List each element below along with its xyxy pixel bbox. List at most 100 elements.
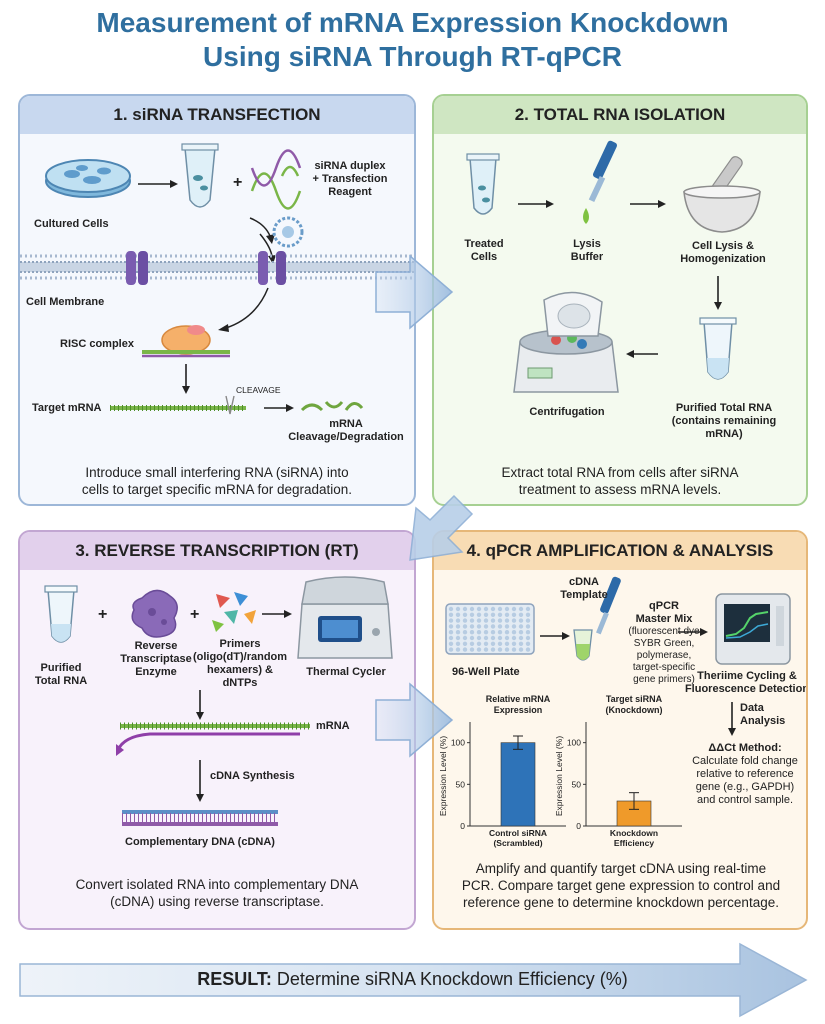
plus-sign: + [233, 174, 243, 191]
y-tick-label: 100 [567, 738, 581, 748]
plate-well [518, 635, 524, 641]
cdna-synthesis-label: cDNA Synthesis [210, 770, 295, 782]
plate-well [476, 624, 482, 629]
reverse-transcriptase-label: Reverse Transcriptase Enzyme [120, 640, 192, 678]
plate-well [525, 612, 531, 617]
plate-well [497, 641, 503, 646]
plate-well [504, 641, 510, 646]
panel-1-illustration [20, 143, 414, 415]
plate-well [455, 641, 461, 646]
risc-complex-icon [142, 325, 230, 358]
degradation-label: mRNA Cleavage/Degradation [288, 418, 404, 443]
plate-well [455, 624, 461, 629]
plate-well [497, 647, 503, 652]
title-line-2: Using siRNA Through RT-qPCR [203, 41, 622, 72]
category-label: (Scrambled) [493, 838, 542, 848]
plus-sign-1: + [98, 606, 108, 623]
plate-well [490, 647, 496, 652]
mrna-cdna-hybrid-icon [116, 722, 310, 756]
complementary-dna-label: Complementary DNA (cDNA) [125, 836, 275, 848]
sirna-duplex-icon [250, 149, 302, 210]
plate-well [448, 641, 454, 646]
result-banner: RESULT: Determine siRNA Knockdown Effici… [0, 968, 825, 990]
plate-well [518, 641, 524, 646]
reverse-transcriptase-icon [131, 589, 178, 638]
plate-well [525, 618, 531, 623]
plate-well [518, 612, 524, 617]
plate-well [455, 647, 461, 652]
plate-well [511, 630, 517, 635]
plate-well [525, 635, 531, 641]
cdna-template-label: cDNA Template [560, 576, 608, 601]
panel-3-header: 3. REVERSE TRANSCRIPTION (RT) [20, 532, 414, 570]
page-title: Measurement of mRNA Expression Knockdown… [0, 6, 825, 74]
y-tick-label: 50 [456, 779, 466, 789]
plate-well [504, 618, 510, 623]
purified-rna-label: Purified Total RNA (contains remaining m… [671, 402, 777, 440]
purified-total-rna-label: Purified Total RNA [34, 662, 88, 687]
plate-well [483, 606, 489, 612]
category-label: Control siRNA [489, 828, 547, 838]
chart-title: Expression [494, 705, 543, 715]
plate-well [504, 606, 510, 612]
plate-well [497, 624, 503, 629]
y-tick-label: 0 [460, 821, 465, 831]
panel-reverse-transcription: 3. REVERSE TRANSCRIPTION (RT) [18, 530, 416, 930]
plate-well [469, 641, 475, 646]
plate-well [476, 635, 482, 641]
plate-well [476, 647, 482, 652]
plate-well [490, 635, 496, 641]
chart-title: (Knockdown) [606, 705, 663, 715]
plate-well [525, 606, 531, 612]
plate-well [469, 606, 475, 612]
plate-well [476, 612, 482, 617]
panel-qpcr-analysis: 4. qPCR AMPLIFICATION & ANALYSIS [432, 530, 808, 930]
centrifugation-label: Centrifugation [529, 406, 605, 418]
y-tick-label: 100 [451, 738, 465, 748]
y-tick-label: 0 [576, 821, 581, 831]
rna-tube-icon [44, 585, 78, 643]
chart-title: Relative mRNA [486, 694, 551, 704]
plate-well [455, 618, 461, 623]
panel-4-description: Amplify and quantify target cDNA using r… [461, 861, 781, 910]
panel-sirna-transfection: 1. siRNA TRANSFECTION [18, 94, 416, 506]
plate-well [490, 618, 496, 623]
plate-well [448, 635, 454, 641]
plate-well [469, 612, 475, 617]
plate-well [518, 606, 524, 612]
plate-well [483, 630, 489, 635]
mrna-fragments-icon [300, 401, 364, 412]
primers-icon [212, 592, 256, 632]
plate-well [483, 635, 489, 641]
bar [500, 742, 536, 827]
plate-well [448, 618, 454, 623]
plate-well [497, 630, 503, 635]
plate-well [448, 612, 454, 617]
treated-cells-label: Treated Cells [464, 238, 504, 263]
plate-well [518, 624, 524, 629]
plate-well [462, 635, 468, 641]
plate-well [469, 618, 475, 623]
chart-title: Target siRNA [606, 694, 663, 704]
title-line-1: Measurement of mRNA Expression Knockdown [96, 7, 729, 38]
panel-3-description: Convert isolated RNA into complementary … [75, 877, 359, 909]
homogenization-label: Cell Lysis & Homogenization [680, 240, 766, 265]
plate-well [455, 612, 461, 617]
plate-well [455, 630, 461, 635]
plate-well [448, 606, 454, 612]
data-analysis-label: Data Analysis [740, 702, 786, 727]
petri-dish-icon [45, 159, 131, 198]
y-axis-label: Expression Level (%) [554, 736, 564, 816]
plate-label: 96-Well Plate [452, 666, 520, 678]
plate-well [504, 647, 510, 652]
plate-well [525, 647, 531, 652]
plus-sign-2: + [190, 606, 200, 623]
sirna-duplex-label: siRNA duplex + Transfection Reagent [312, 160, 388, 198]
risc-complex-label: RISC complex [60, 338, 134, 350]
plate-well [504, 624, 510, 629]
qpcr-machine-icon [715, 593, 791, 665]
result-text: Determine siRNA Knockdown Efficiency (%) [271, 969, 628, 989]
cdna-double-strand-icon [122, 810, 278, 826]
cell-membrane-label: Cell Membrane [26, 296, 105, 308]
plate-well [476, 618, 482, 623]
